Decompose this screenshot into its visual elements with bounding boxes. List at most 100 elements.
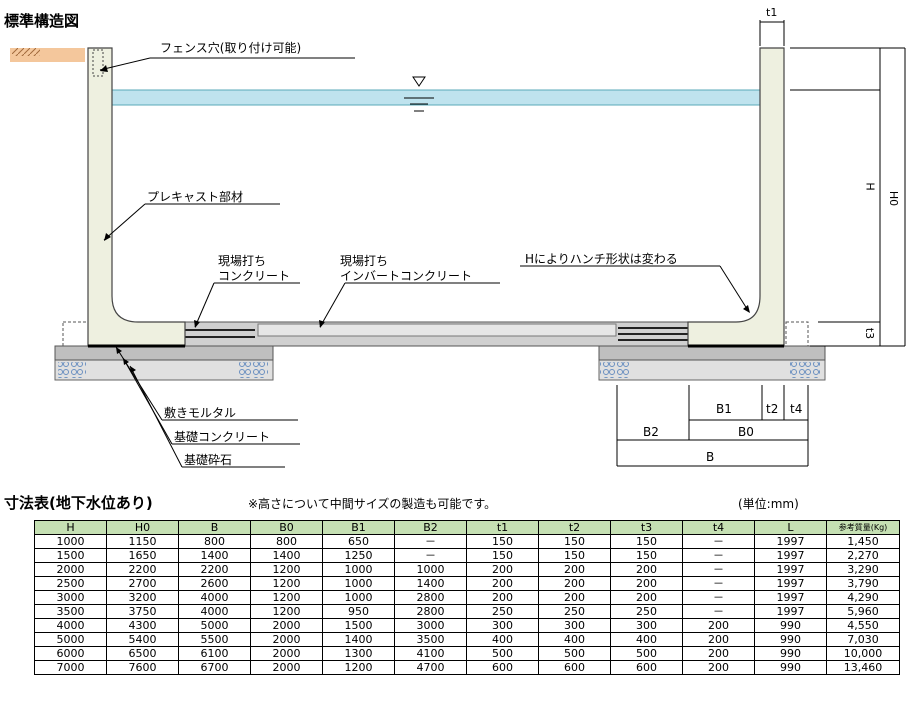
table-cell: － [394, 548, 467, 563]
table-cell: 2600 [178, 576, 251, 591]
table-cell: 4300 [106, 618, 179, 633]
table-cell: 200 [682, 618, 755, 633]
table-cell: 1000 [322, 562, 395, 577]
dim-t3: t3 [863, 327, 877, 340]
table-cell: 600 [610, 660, 683, 675]
table-cell: 1400 [250, 548, 323, 563]
table-unit: (単位:mm) [738, 497, 799, 511]
table-cell: 2,270 [826, 548, 900, 563]
table-cell: 1200 [322, 660, 395, 675]
table-cell: 800 [250, 534, 323, 549]
table-cell: 3500 [34, 604, 107, 619]
dim-B: B [706, 450, 715, 464]
table-cell: 7600 [106, 660, 179, 675]
table-cell: 1000 [322, 576, 395, 591]
table-cell: 150 [538, 534, 611, 549]
table-cell: 2800 [394, 604, 467, 619]
table-cell: 1997 [754, 590, 827, 605]
table-cell: 5400 [106, 632, 179, 647]
table-cell: 1150 [106, 534, 179, 549]
table-cell: 5000 [178, 618, 251, 633]
table-cell: 5,960 [826, 604, 900, 619]
table-header-cell: H [34, 520, 107, 535]
label-cast-concrete-2: コンクリート [218, 269, 291, 283]
table-cell: 5000 [34, 632, 107, 647]
table-cell: 300 [610, 618, 683, 633]
label-cast-concrete-1: 現場打ち [218, 254, 267, 268]
table-header-cell: B1 [322, 520, 395, 535]
table-cell: 1500 [34, 548, 107, 563]
table-title: 寸法表(地下水位あり) [4, 494, 153, 512]
table-header-cell: 参考質量(Kg) [826, 520, 900, 535]
table-cell: 1997 [754, 604, 827, 619]
table-cell: － [394, 534, 467, 549]
table-header-cell: t1 [466, 520, 539, 535]
table-cell: 200 [538, 590, 611, 605]
table-cell: 4100 [394, 646, 467, 661]
table-cell: 4,550 [826, 618, 900, 633]
base-concrete-right [598, 345, 826, 361]
table-cell: 3000 [34, 590, 107, 605]
table-cell: 3,790 [826, 576, 900, 591]
table-cell: 200 [610, 590, 683, 605]
dim-t1: t1 [766, 6, 778, 19]
precast-wall-left [87, 47, 186, 347]
label-precast: プレキャスト部材 [147, 190, 244, 204]
table-header-cell: B [178, 520, 251, 535]
table-cell: － [682, 576, 755, 591]
table-cell: 400 [610, 632, 683, 647]
table-note: ※高さについて中間サイズの製造も可能です。 [248, 497, 497, 511]
table-cell: － [682, 548, 755, 563]
dim-t4: t4 [790, 402, 803, 416]
table-cell: 150 [610, 534, 683, 549]
table-cell: 1200 [250, 604, 323, 619]
table-cell: 1200 [250, 590, 323, 605]
structure-drawing [10, 20, 906, 468]
table-cell: 600 [538, 660, 611, 675]
table-cell: 4700 [394, 660, 467, 675]
table-cell: 990 [754, 660, 827, 675]
table-cell: 2700 [106, 576, 179, 591]
table-cell: 1000 [394, 562, 467, 577]
table-cell: 6700 [178, 660, 251, 675]
table-cell: 500 [610, 646, 683, 661]
table-cell: 800 [178, 534, 251, 549]
table-cell: 6500 [106, 646, 179, 661]
table-header-cell: L [754, 520, 827, 535]
table-cell: 400 [466, 632, 539, 647]
table-cell: 400 [538, 632, 611, 647]
table-cell: 200 [466, 590, 539, 605]
table-cell: 200 [610, 576, 683, 591]
table-cell: 1,450 [826, 534, 900, 549]
table-cell: 1500 [322, 618, 395, 633]
table-cell: 150 [466, 548, 539, 563]
label-fence-hole: フェンス穴(取り付け可能) [160, 41, 302, 55]
table-cell: 990 [754, 632, 827, 647]
label-base-concrete: 基礎コンクリート [174, 430, 271, 444]
table-cell: 300 [466, 618, 539, 633]
table-cell: 200 [538, 576, 611, 591]
label-invert-2: インバートコンクリート [340, 269, 473, 283]
table-cell: － [682, 590, 755, 605]
table-cell: 150 [610, 548, 683, 563]
label-mortar: 敷きモルタル [164, 406, 237, 420]
table-cell: 2000 [250, 660, 323, 675]
table-cell: 3,290 [826, 562, 900, 577]
table-cell: 1200 [250, 562, 323, 577]
table-cell: 650 [322, 534, 395, 549]
dim-B1: B1 [716, 402, 732, 416]
water-surface [111, 89, 761, 106]
base-concrete-left [54, 345, 274, 361]
table-cell: 10,000 [826, 646, 900, 661]
dim-B0: B0 [738, 425, 754, 439]
table-header-cell: H0 [106, 520, 179, 535]
table-cell: 200 [466, 576, 539, 591]
table-cell: 3500 [394, 632, 467, 647]
